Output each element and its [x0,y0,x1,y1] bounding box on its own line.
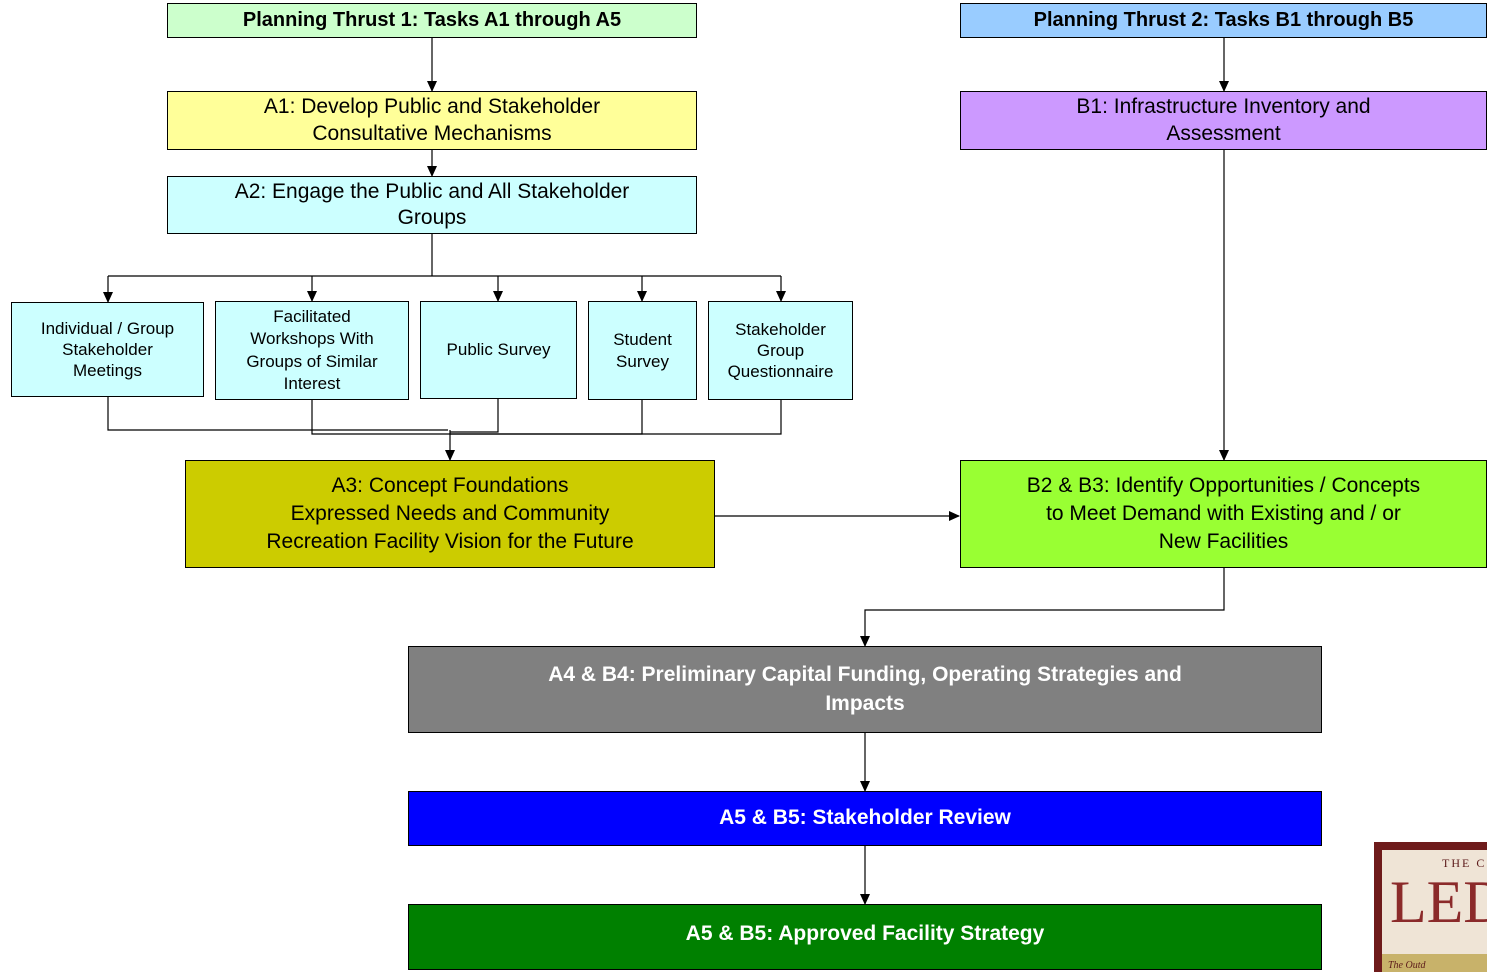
task-a1-label: A1: Develop Public and Stakeholder Consu… [263,95,601,145]
task-b2-b3-label: B2 & B3: Identify Opportunities / Concep… [1026,474,1421,553]
city-logo-face: THE C LED The Outd [1382,850,1487,972]
engagement-stakeholder-meetings-label: Individual / Group Stakeholder Meetings [40,318,175,381]
task-b2-b3: B2 & B3: Identify Opportunities / Concep… [960,460,1487,568]
logo-big-text: LED [1390,869,1487,935]
engagement-stakeholder-questionnaire-label: Stakeholder Group Questionnaire [727,319,834,382]
thrust-2-header: Planning Thrust 2: Tasks B1 through B5 [960,3,1487,38]
engagement-public-survey: Public Survey [420,301,577,399]
thrust-2-title: Planning Thrust 2: Tasks B1 through B5 [1033,9,1414,31]
task-a4-b4: A4 & B4: Preliminary Capital Funding, Op… [408,646,1322,733]
task-b1: B1: Infrastructure Inventory and Assessm… [960,91,1487,150]
engagement-student-survey: Student Survey [588,301,697,400]
engagement-public-survey-label: Public Survey [446,340,551,360]
task-b1-label: B1: Infrastructure Inventory and Assessm… [1076,95,1371,145]
stakeholder-review-label: A5 & B5: Stakeholder Review [719,806,1011,830]
task-a1: A1: Develop Public and Stakeholder Consu… [167,91,697,150]
task-a3-label: A3: Concept Foundations Expressed Needs … [266,474,634,553]
engagement-stakeholder-meetings: Individual / Group Stakeholder Meetings [11,302,204,397]
stakeholder-review: A5 & B5: Stakeholder Review [408,791,1322,846]
engagement-facilitated-workshops: Facilitated Workshops With Groups of Sim… [215,301,409,400]
engagement-stakeholder-questionnaire: Stakeholder Group Questionnaire [708,301,853,400]
task-a2-label: A2: Engage the Public and All Stakeholde… [234,179,630,229]
thrust-1-header: Planning Thrust 1: Tasks A1 through A5 [167,3,697,38]
task-a3: A3: Concept Foundations Expressed Needs … [185,460,715,568]
logo-small-text: THE C [1442,856,1487,870]
task-a2: A2: Engage the Public and All Stakeholde… [167,176,697,234]
city-logo: THE C LED The Outd [1374,842,1487,972]
approved-facility-strategy: A5 & B5: Approved Facility Strategy [408,904,1322,970]
task-a4-b4-label: A4 & B4: Preliminary Capital Funding, Op… [548,662,1182,715]
approved-facility-strategy-label: A5 & B5: Approved Facility Strategy [685,922,1045,945]
engagement-student-survey-label: Student Survey [613,330,672,371]
thrust-1-title: Planning Thrust 1: Tasks A1 through A5 [242,9,622,31]
engagement-facilitated-workshops-label: Facilitated Workshops With Groups of Sim… [246,307,378,393]
